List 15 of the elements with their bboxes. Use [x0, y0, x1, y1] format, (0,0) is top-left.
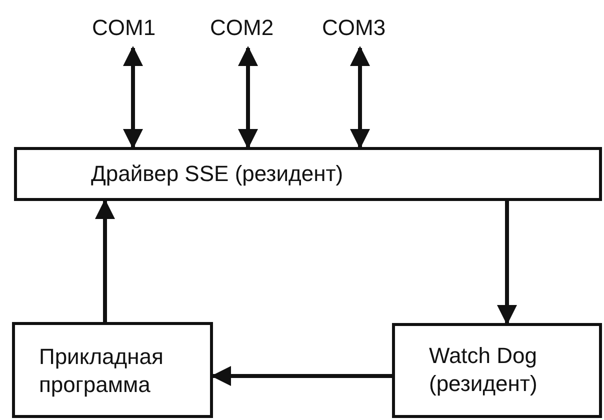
arrow [123, 46, 143, 149]
box-label: Прикладная программа [39, 343, 164, 399]
port-label: COM3 [322, 14, 386, 42]
arrow [497, 201, 517, 325]
box-label: Watch Dog (резидент) [429, 342, 538, 398]
driver-box [14, 147, 602, 201]
watchdog-box [392, 323, 602, 418]
port-label: COM1 [92, 14, 156, 42]
arrow [95, 199, 115, 322]
box-label: Драйвер SSE (резидент) [91, 160, 344, 188]
application-box [12, 322, 213, 418]
arrow [238, 46, 258, 149]
arrow [211, 366, 392, 386]
arrow [350, 46, 370, 149]
port-label: COM2 [210, 14, 274, 42]
